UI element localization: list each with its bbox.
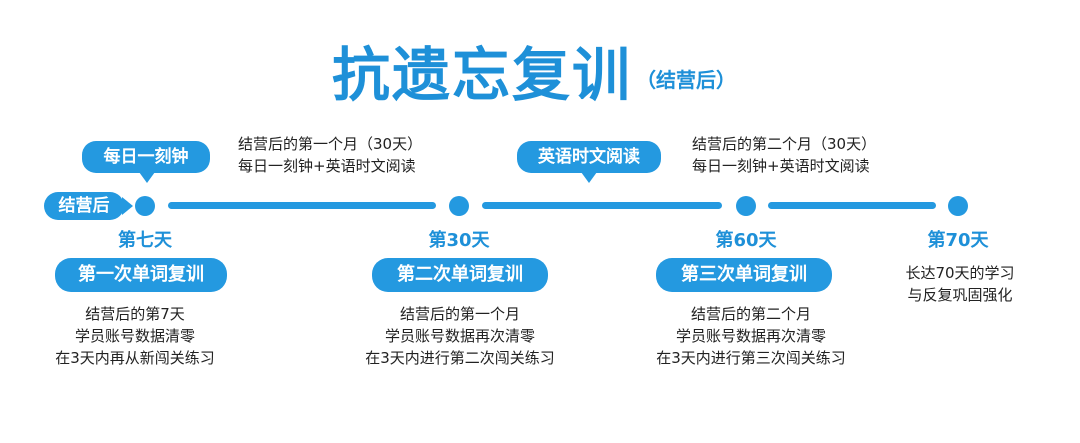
milestone-desc-line: 结营后的第7天 [85, 305, 185, 323]
timeline-node-day7 [135, 196, 155, 216]
period-note-2-line1: 结营后的第二个月（30天） [692, 135, 877, 153]
page-title: 抗遗忘复训 [332, 41, 633, 109]
bubble-daily: 每日一刻钟 [82, 141, 210, 173]
timeline-segment-2 [482, 202, 722, 209]
milestone-desc-line: 学员账号数据清零 [74, 327, 195, 345]
milestone-desc-3: 结营后的第二个月 学员账号数据再次清零 在3天内进行第三次闯关练习 [626, 303, 876, 369]
milestone-desc-line: 长达70天的学习 [905, 264, 1015, 282]
review-pill-3: 第三次单词复训 [656, 258, 832, 292]
milestone-desc-2: 结营后的第一个月 学员账号数据再次清零 在3天内进行第二次闯关练习 [335, 303, 585, 369]
review-pill-2: 第二次单词复训 [372, 258, 548, 292]
start-label-pointer [122, 197, 133, 215]
timeline-segment-3 [768, 202, 936, 209]
timeline-segment-1 [168, 202, 436, 209]
milestone-desc-line: 结营后的第二个月 [690, 305, 811, 323]
milestone-desc-1: 结营后的第7天 学员账号数据清零 在3天内再从新闯关练习 [20, 303, 250, 369]
period-note-2-line2: 每日一刻钟+英语时文阅读 [692, 157, 870, 175]
milestone-desc-line: 在3天内进行第三次闯关练习 [656, 349, 846, 367]
milestone-desc-line: 与反复巩固强化 [907, 286, 1013, 304]
milestone-desc-line: 学员账号数据再次清零 [384, 327, 535, 345]
milestone-desc-line: 在3天内再从新闯关练习 [55, 349, 215, 367]
period-note-1-line1: 结营后的第一个月（30天） [238, 135, 423, 153]
milestone-day-label: 第70天 [927, 230, 989, 251]
timeline-node-day60 [736, 196, 756, 216]
timeline-node-day70 [948, 196, 968, 216]
bubble-reading: 英语时文阅读 [517, 141, 661, 173]
milestone-day-label: 第60天 [715, 230, 777, 251]
milestone-day-label: 第30天 [428, 230, 490, 251]
timeline-node-day30 [449, 196, 469, 216]
start-label: 结营后 [44, 192, 124, 220]
bubble-daily-pointer [139, 172, 155, 183]
bubble-reading-pointer [581, 172, 597, 183]
milestone-desc-line: 结营后的第一个月 [399, 305, 520, 323]
milestone-desc-line: 在3天内进行第二次闯关练习 [365, 349, 555, 367]
milestone-day-label: 第七天 [118, 230, 172, 251]
review-pill-1: 第一次单词复训 [55, 258, 227, 292]
period-note-2: 结营后的第二个月（30天） 每日一刻钟+英语时文阅读 [692, 133, 876, 177]
period-note-1-line2: 每日一刻钟+英语时文阅读 [238, 157, 416, 175]
milestone-desc-line: 学员账号数据再次清零 [675, 327, 826, 345]
period-note-1: 结营后的第一个月（30天） 每日一刻钟+英语时文阅读 [238, 133, 422, 177]
milestone-desc-4: 长达70天的学习 与反复巩固强化 [880, 262, 1040, 306]
page-subtitle: （结营后） [636, 68, 736, 92]
